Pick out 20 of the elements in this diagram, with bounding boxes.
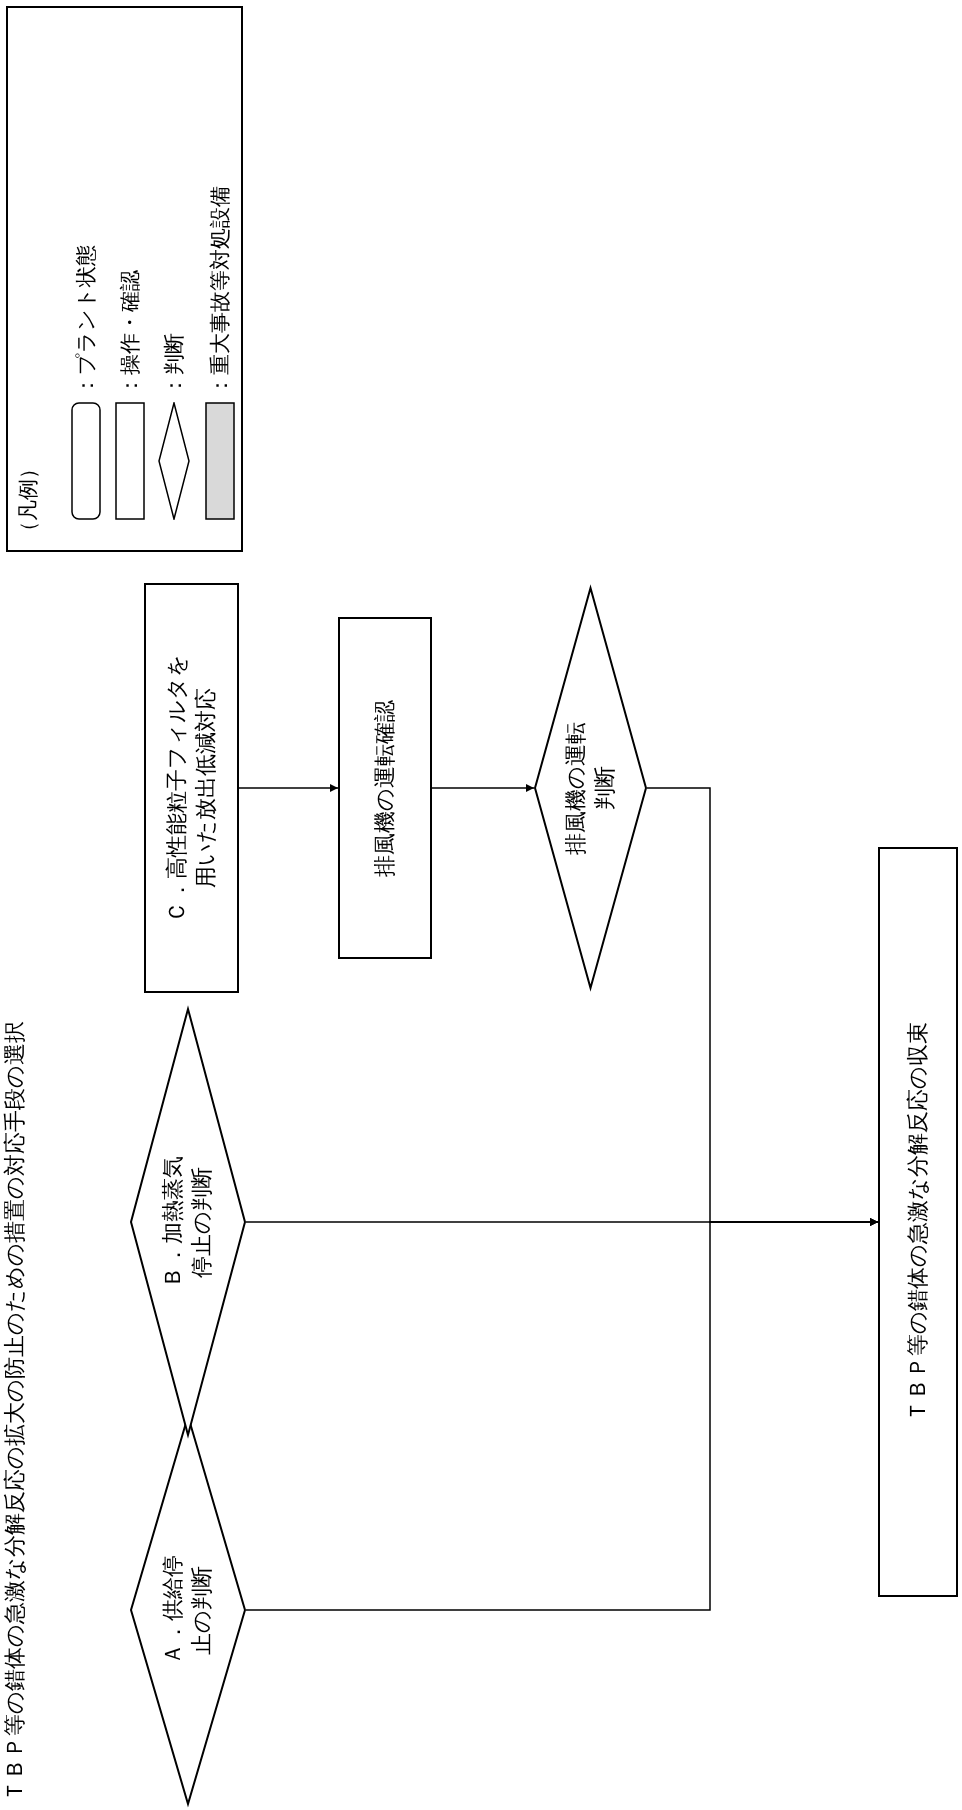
node-label: 排風機の運転確認 xyxy=(370,698,398,879)
legend-label: ：重大事故等対処設備 xyxy=(207,186,233,396)
arrow xyxy=(646,787,879,1226)
process-box xyxy=(144,583,239,993)
arrow xyxy=(431,784,535,792)
decision-diamond xyxy=(534,587,647,989)
diagram-title: ＴＢＰ等の錯体の急激な分解反応の拡大の防止のための措置の対応手段の選択 xyxy=(1,1021,28,1802)
node-label: Ａ．供給停止の判断 xyxy=(159,1554,215,1667)
process-box xyxy=(878,847,958,1597)
legend-label: ：操作・確認 xyxy=(117,270,143,396)
node-label: Ｂ．加熱蒸気停止の判断 xyxy=(159,1155,215,1290)
process-box xyxy=(338,617,432,959)
node-label: Ｃ．高性能粒子フィルタを用いた放出低減対応 xyxy=(162,652,219,924)
node-label: 排風機の運転判断 xyxy=(561,720,618,857)
arrow xyxy=(238,784,339,792)
node-label: ＴＢＰ等の錯体の急激な分解反応の収束 xyxy=(903,1021,931,1424)
legend-label: ：プラント状態 xyxy=(73,245,99,396)
legend-label: ：判断 xyxy=(161,333,187,396)
legend-title: （凡例） xyxy=(15,458,41,542)
decision-diamond xyxy=(130,1008,246,1436)
